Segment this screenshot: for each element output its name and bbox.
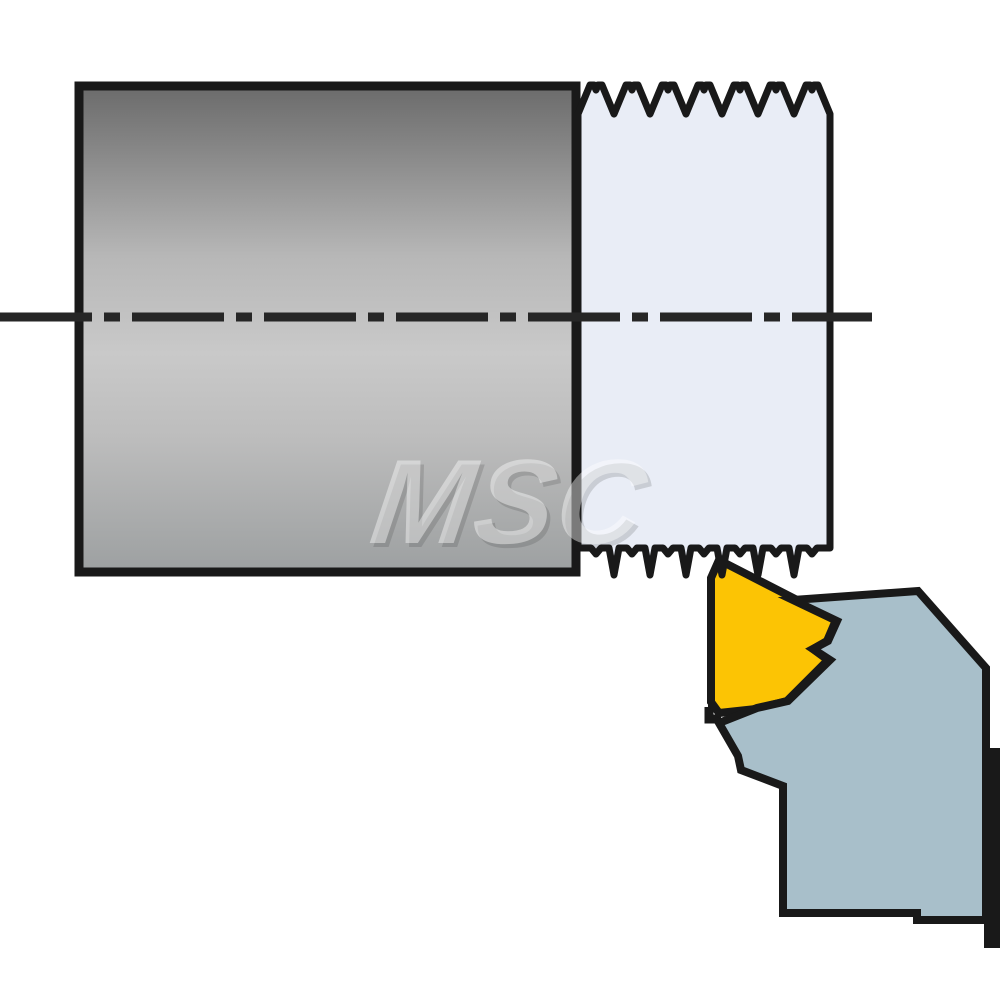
watermark-shadow: MSC	[367, 439, 659, 573]
workpiece-cylinder	[74, 81, 581, 577]
threaded-section	[578, 85, 830, 575]
watermark: MSC MSC	[364, 435, 659, 573]
holder-edge-shadow	[984, 748, 1000, 948]
watermark-text: MSC	[364, 435, 656, 569]
seat-notch	[700, 694, 708, 707]
